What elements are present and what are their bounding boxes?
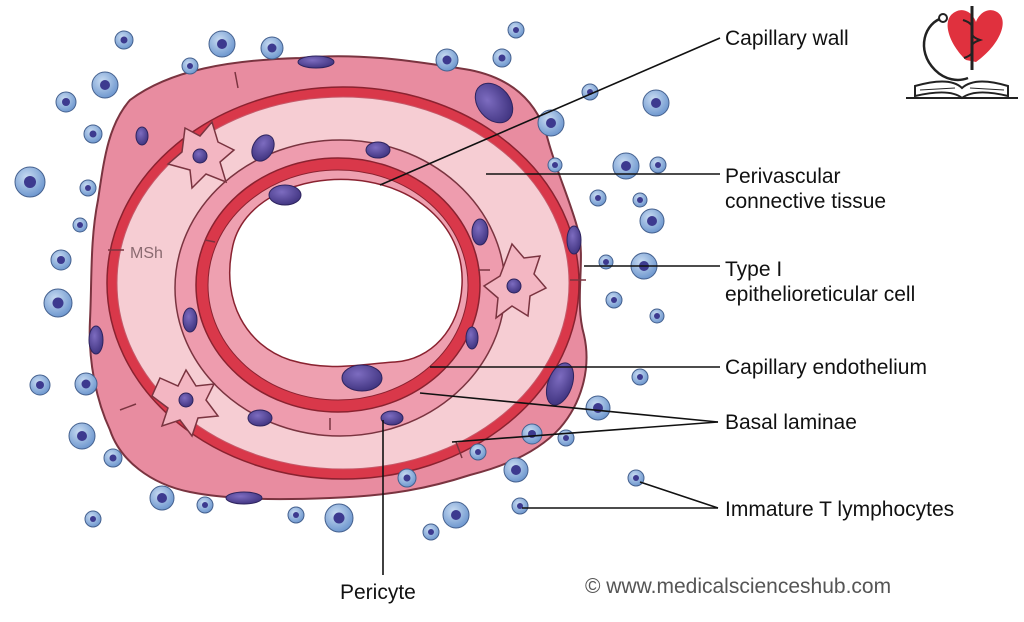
lymphocytes xyxy=(14,21,670,541)
leader-lines xyxy=(379,37,721,575)
copyright-text: © www.medicalscienceshub.com xyxy=(585,575,892,598)
msh-watermark: MSh xyxy=(130,245,163,262)
label-capillary-endothelium: Capillary endothelium xyxy=(725,356,927,379)
capillary-lumen xyxy=(228,178,463,368)
label-type1-line2: epithelioreticular cell xyxy=(725,283,916,306)
label-immature-t-lymphocytes: Immature T lymphocytes xyxy=(725,498,955,521)
cell-boundaries xyxy=(108,71,586,459)
heart-caduceus-book-logo xyxy=(906,6,1018,100)
label-capillary-wall: Capillary wall xyxy=(725,27,849,50)
label-type1-line1: Type I xyxy=(725,258,783,281)
label-perivascular-line2: connective tissue xyxy=(725,190,887,213)
label-pericyte: Pericyte xyxy=(340,581,416,604)
label-basal-laminae: Basal laminae xyxy=(725,411,857,434)
label-perivascular-line1: Perivascular xyxy=(725,165,841,188)
cell-nuclei xyxy=(88,55,582,505)
